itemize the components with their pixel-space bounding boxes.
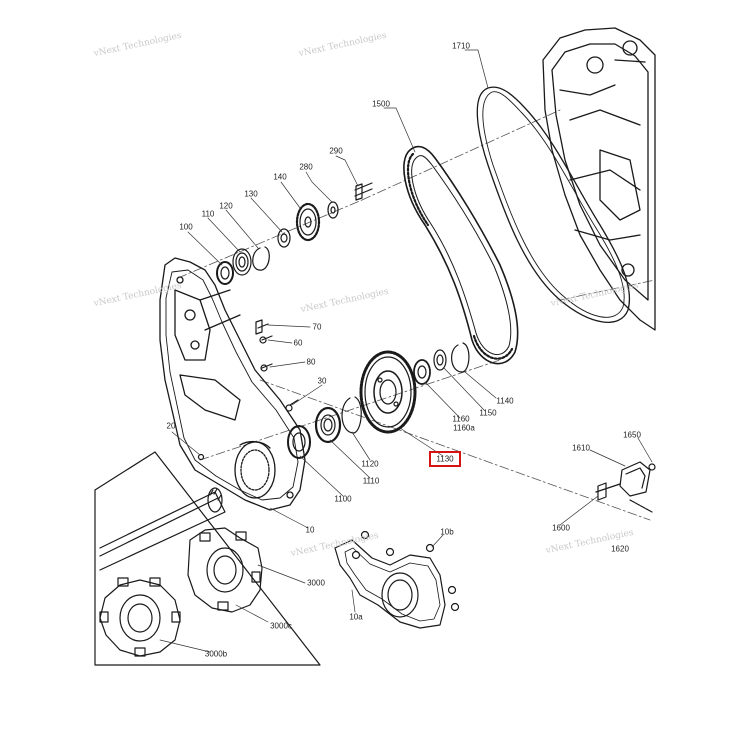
inset-panel: [94, 451, 321, 666]
washer-280: [327, 201, 339, 219]
callout-140[interactable]: 140: [273, 172, 287, 182]
callout-10[interactable]: 10: [305, 525, 315, 535]
callout-1610[interactable]: 1610: [572, 443, 590, 453]
chaincase-cover: [542, 27, 656, 331]
bolt-290: [354, 182, 373, 201]
highlight-box: [429, 451, 461, 467]
screw-20: [197, 453, 205, 461]
sprocket-3000c: [187, 527, 263, 613]
callout-280[interactable]: 280: [299, 162, 313, 172]
drive-shaft: [99, 487, 226, 571]
bolt-30: [285, 399, 299, 412]
seal-100: [216, 261, 234, 285]
callout-1100[interactable]: 1100: [334, 494, 352, 504]
callout-1500[interactable]: 1500: [372, 99, 390, 109]
callout-290[interactable]: 290: [329, 146, 343, 156]
sprocket-140: [295, 202, 321, 242]
callout-1160[interactable]: 1160: [452, 414, 470, 424]
bolt-80: [260, 363, 273, 372]
callout-3000[interactable]: 3000: [307, 578, 325, 588]
callout-1120[interactable]: 1120: [361, 459, 379, 469]
callout-120[interactable]: 120: [219, 201, 233, 211]
nut-1160: [413, 359, 431, 385]
washer-1150: [433, 349, 447, 371]
callout-1140[interactable]: 1140: [496, 396, 514, 406]
spacer-130: [277, 228, 291, 248]
callout-1600[interactable]: 1600: [552, 523, 570, 533]
bolt-1600: [595, 482, 621, 501]
callout-130[interactable]: 130: [244, 189, 258, 199]
callout-1150[interactable]: 1150: [479, 408, 497, 418]
inner-cover-10a: [334, 539, 446, 629]
sprocket-1130: [359, 350, 417, 434]
seal-1110: [314, 406, 342, 444]
spring-1620: [629, 499, 653, 513]
callout-60[interactable]: 60: [293, 338, 303, 348]
callout-80[interactable]: 80: [306, 357, 316, 367]
callout-110[interactable]: 110: [201, 209, 215, 219]
callout-3000b[interactable]: 3000b: [204, 649, 228, 659]
callout-100[interactable]: 100: [179, 222, 193, 232]
callout-1160a[interactable]: 1160a: [453, 423, 475, 433]
callout-1710[interactable]: 1710: [452, 41, 470, 51]
callout-70[interactable]: 70: [312, 322, 322, 332]
leader-lines: [159, 49, 653, 653]
bearing-110: [232, 248, 252, 276]
callout-1620[interactable]: 1620: [611, 544, 629, 554]
callout-1110[interactable]: 1110: [362, 476, 380, 486]
callout-10a[interactable]: 10a: [349, 612, 363, 622]
callout-3000c[interactable]: 3000c: [270, 621, 292, 631]
drive-chain-1500: [403, 145, 519, 365]
callout-10b[interactable]: 10b: [440, 527, 454, 537]
circlip-120: [252, 246, 270, 271]
bolt-60: [259, 335, 273, 344]
callout-30[interactable]: 30: [317, 376, 327, 386]
circlip-1140: [451, 342, 470, 373]
bearing-1100: [287, 425, 311, 459]
chaincase-10: [159, 257, 306, 511]
gasket-1710: [476, 86, 630, 323]
callout-1650[interactable]: 1650: [623, 430, 641, 440]
callout-20[interactable]: 20: [166, 421, 176, 431]
nut-10b: [351, 530, 460, 612]
tensioner-1610: [619, 461, 656, 497]
bolt-70: [255, 319, 269, 335]
callout-1130[interactable]: 1130: [436, 454, 454, 464]
sprocket-3000b: [99, 577, 181, 657]
